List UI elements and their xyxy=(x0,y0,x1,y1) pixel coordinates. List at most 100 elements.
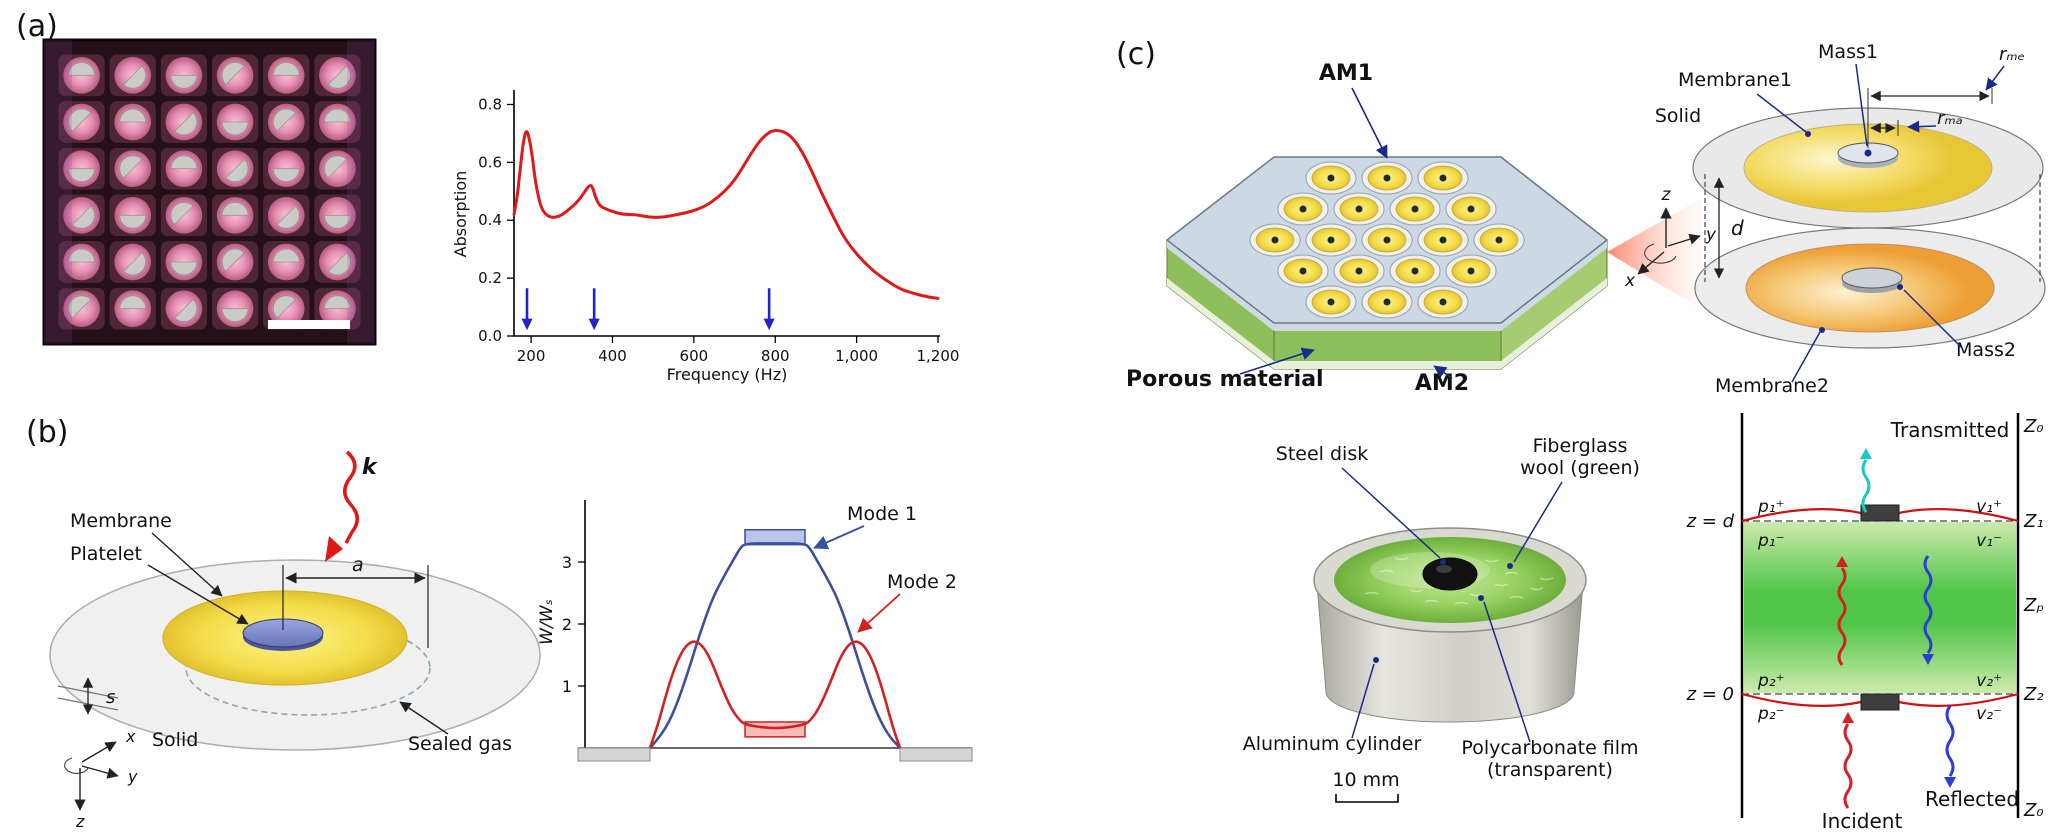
am1-label: AM1 xyxy=(1319,61,1373,86)
unit-cell-diagram: rₘₑ rₘₐ d Membrane1 Mass1 Solid Membrane… xyxy=(1624,41,2046,397)
mass1-pointer xyxy=(1855,63,1868,147)
membrane2-profile-right xyxy=(1898,692,2019,708)
svg-text:1: 1 xyxy=(562,677,572,696)
film-label-2: (transparent) xyxy=(1487,759,1613,781)
incident-label: Incident xyxy=(1822,809,1903,833)
p1-plus-label: p₁⁺ xyxy=(1757,497,1785,517)
metamaterial-photo xyxy=(42,38,377,346)
a-label: a xyxy=(352,554,364,576)
hex-array: AM1 Porous material AM2 xyxy=(1126,61,1609,396)
v2-plus-label: v₂⁺ xyxy=(1976,671,2002,691)
fiberglass-dot xyxy=(1507,563,1513,569)
membrane1-profile-left xyxy=(1741,507,1862,523)
hex-cells xyxy=(1249,161,1525,319)
svg-text:0.8: 0.8 xyxy=(478,95,502,113)
mass1-dot xyxy=(1864,149,1872,157)
cell-axes-arc xyxy=(1644,243,1677,264)
cell-axis-y-label: y xyxy=(1705,225,1717,245)
absorption-mode-arrows xyxy=(521,288,775,331)
photo-tint-right xyxy=(347,40,375,344)
cell-axis-y xyxy=(1667,233,1701,247)
membrane-pointer xyxy=(151,532,223,597)
k-arrowhead xyxy=(325,536,343,562)
steel-disk-label: Steel disk xyxy=(1276,443,1368,465)
svg-text:3: 3 xyxy=(562,553,572,572)
z-0-label: z = 0 xyxy=(1686,684,1734,705)
svg-text:1,200: 1,200 xyxy=(917,347,960,365)
axis-x-label: x xyxy=(125,727,136,746)
mass2-dot xyxy=(1897,284,1903,290)
mode2-pointer xyxy=(857,593,901,633)
transmitted-label: Transmitted xyxy=(1890,418,2010,442)
axis-y-label: y xyxy=(127,767,138,786)
film-dot xyxy=(1478,595,1484,601)
absorption-curve xyxy=(512,129,940,300)
steel-disk-dot xyxy=(1440,559,1446,565)
aluminum-pointer xyxy=(1351,663,1375,739)
sample-photo: Steel disk Fiberglass wool (green) Alumi… xyxy=(1243,435,1640,803)
mode-curves xyxy=(648,529,902,749)
rme-pointer xyxy=(1985,65,2005,91)
am2-edge-front xyxy=(1274,361,1501,369)
mode1-label: Mode 1 xyxy=(847,503,917,525)
am2-label: AM2 xyxy=(1415,371,1469,396)
axis-z-label: z xyxy=(75,812,85,831)
sealed-gas-cavity xyxy=(185,620,431,716)
wave-arrows xyxy=(1836,448,1956,809)
svg-text:600: 600 xyxy=(680,347,709,365)
film-pointer xyxy=(1483,601,1531,743)
am1-edge-front xyxy=(1274,323,1501,331)
solid-label: Solid xyxy=(152,729,198,751)
panel-c: (c) AM1 Porous material AM2 xyxy=(1116,37,2046,833)
membrane1-profile-right xyxy=(1898,507,2019,523)
impedance-diagram: Transmitted Incident Reflected z = d z =… xyxy=(1686,413,2044,833)
rma-label: rₘₐ xyxy=(1937,108,1963,129)
k-label: k xyxy=(362,455,378,480)
mass1-block xyxy=(1860,504,1900,522)
am2-edge-left xyxy=(1167,278,1274,369)
p1-minus-label: p₁⁻ xyxy=(1757,531,1785,551)
z2-label: Z₂ xyxy=(2023,684,2044,705)
am1-pointer xyxy=(1351,87,1388,159)
reflected-label: Reflected xyxy=(1925,787,2019,811)
am1-edge-right xyxy=(1501,240,1607,331)
mass2-top xyxy=(1841,267,1903,289)
z0-top-label: Z₀ xyxy=(2023,416,2044,437)
scale-label: 10 mm xyxy=(1332,769,1399,791)
mode1-pointer xyxy=(813,525,865,550)
steel-disk-highlight xyxy=(1436,565,1452,573)
d-label: d xyxy=(1731,216,1744,240)
mode-plot: 123 W/Wₛ Mode 1 Mode 2 xyxy=(537,500,973,762)
am1-edge-left xyxy=(1167,240,1274,331)
sealed-gas-pointer xyxy=(399,701,449,735)
membrane2-pointer xyxy=(1791,331,1821,383)
platelet-label: Platelet xyxy=(70,543,142,565)
cell-axis-x xyxy=(1637,251,1665,275)
rme-label: rₘₑ xyxy=(1999,44,2025,65)
mode-support-left xyxy=(577,747,651,762)
s-label: s xyxy=(106,687,115,708)
membrane2-label: Membrane2 xyxy=(1715,375,1829,397)
film-label-1: Polycarbonate film xyxy=(1461,737,1638,759)
scale-bracket xyxy=(1335,794,1399,803)
platelet-pointer xyxy=(147,564,249,625)
mass2-label: Mass2 xyxy=(1956,339,2016,361)
aluminum-label: Aluminum cylinder xyxy=(1243,733,1422,755)
z0-bottom-label: Z₀ xyxy=(2023,800,2044,821)
svg-text:800: 800 xyxy=(761,347,790,365)
svg-text:0.2: 0.2 xyxy=(478,269,502,287)
membrane1-pointer xyxy=(1756,93,1807,133)
mass2-block xyxy=(1860,693,1900,711)
steel-disk-photo xyxy=(1422,557,1478,591)
absorption-ylabel: Absorption xyxy=(451,171,470,258)
rma-pointer xyxy=(1907,120,1937,133)
photo-cells xyxy=(58,54,361,330)
am2-pointer xyxy=(1433,365,1453,379)
panel-b: (b) k a s Membrane Platelet xyxy=(26,415,973,831)
cell-solid-label: Solid xyxy=(1655,105,1701,127)
porous-label: Porous material xyxy=(1126,367,1324,392)
fiberglass-label-2: wool (green) xyxy=(1520,457,1640,479)
